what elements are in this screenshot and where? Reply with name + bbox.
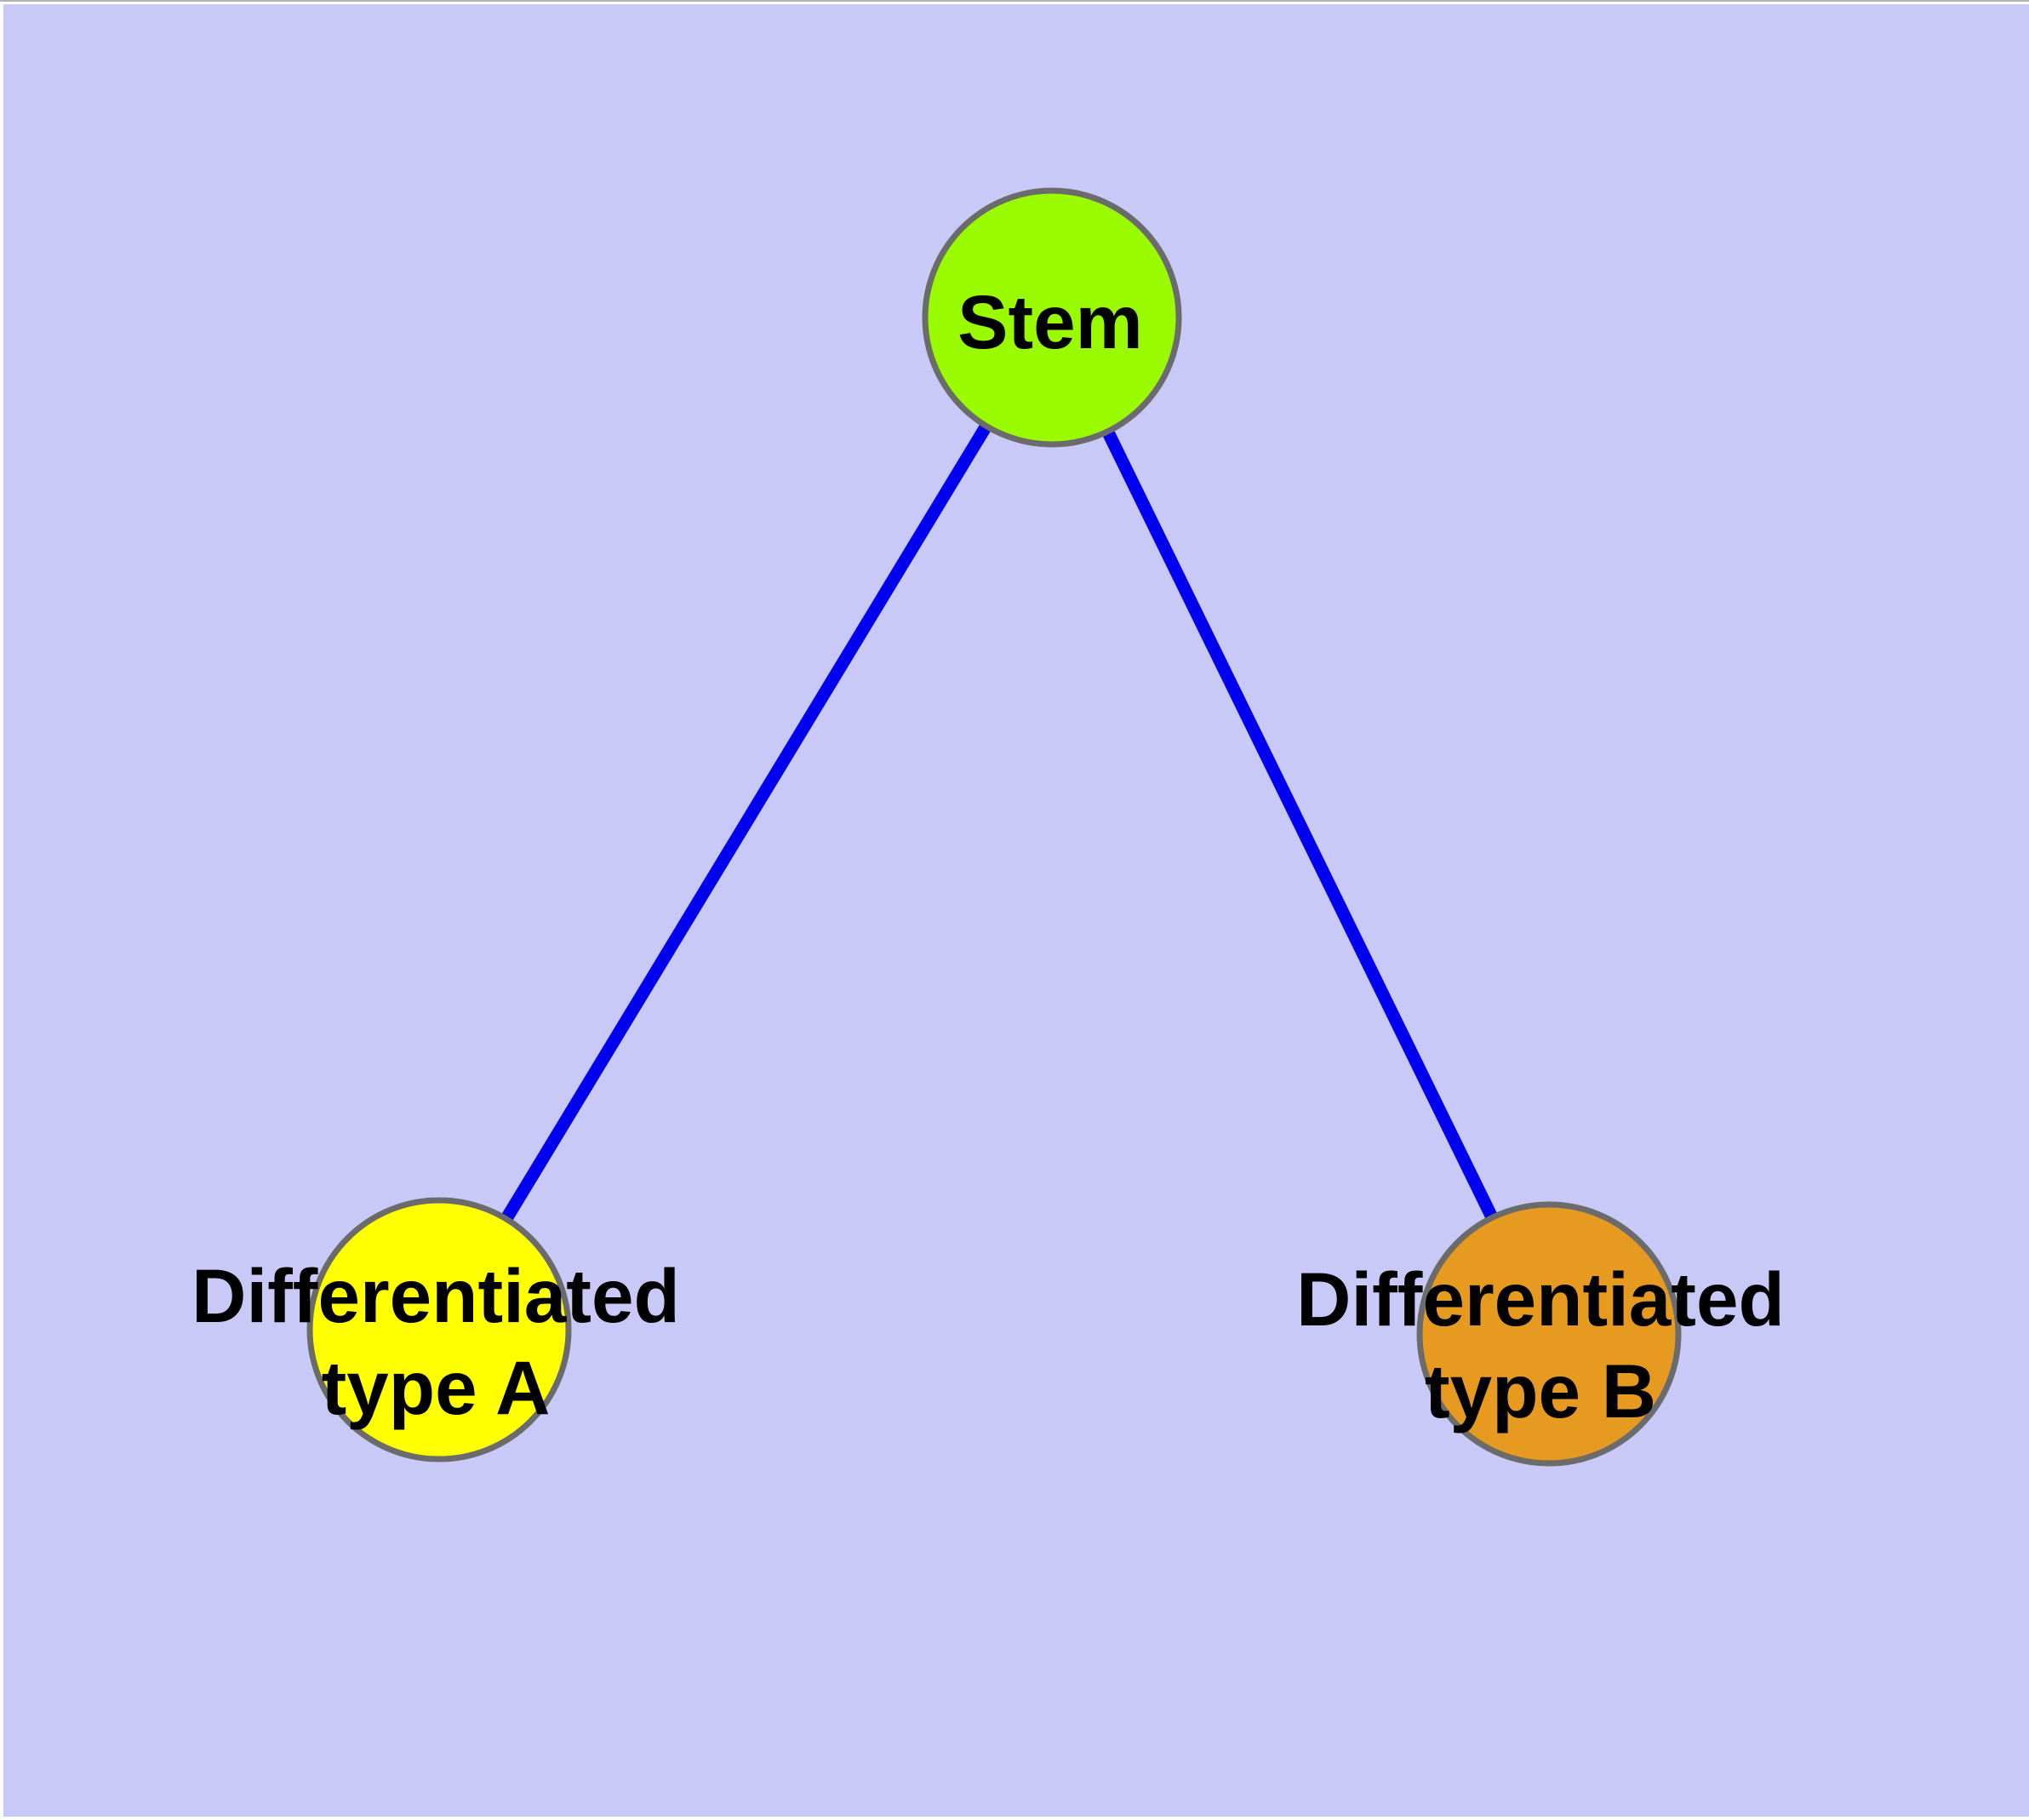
top-hairline	[0, 0, 2029, 2]
node-stem-label: Stem	[957, 279, 1143, 364]
node-type-b-circle	[1416, 1201, 1682, 1467]
edge-stem-to-type-b	[1046, 314, 1555, 1337]
node-stem-circle	[922, 187, 1182, 448]
node-type-a-circle	[306, 1197, 572, 1462]
node-type-a-label-line2: type A	[322, 1345, 551, 1430]
node-type-b-label-line1: Differentiated	[1296, 1256, 1785, 1342]
node-type-a-label-line1: Differentiated	[191, 1253, 680, 1338]
edge-stem-to-type-a	[433, 314, 1058, 1333]
node-type-b-label-line2: type B	[1425, 1348, 1656, 1434]
